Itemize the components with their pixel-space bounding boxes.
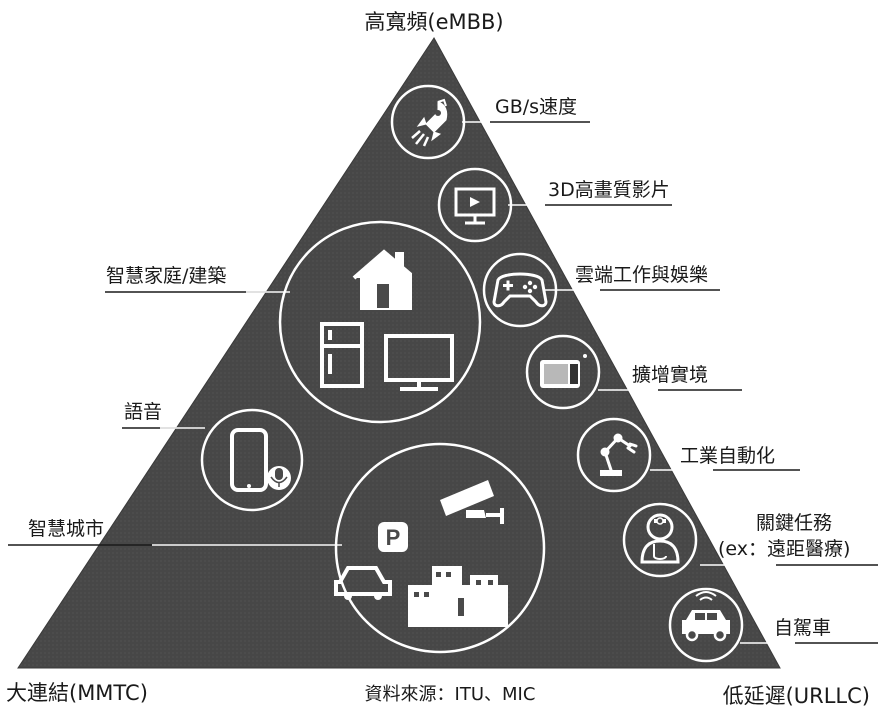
label-cloud-entertainment: 雲端工作與娛樂	[575, 264, 708, 286]
label-voice: 語音	[124, 401, 162, 423]
label-augmented-reality: 擴增實境	[632, 364, 708, 386]
circle-gamepad	[482, 252, 558, 328]
pyramid-triangle	[17, 37, 781, 669]
car-icon	[334, 566, 392, 600]
buildings-icon	[408, 566, 508, 627]
circle-ar	[525, 334, 601, 410]
security-camera-icon	[440, 480, 504, 524]
label-gbps-speed: GB/s速度	[495, 96, 577, 118]
doctor-icon	[640, 513, 680, 564]
circle-voice	[200, 408, 304, 512]
fridge-icon	[320, 322, 364, 388]
source-label: 資料來源：ITU、MIC	[365, 684, 536, 705]
circle-robot	[576, 417, 652, 493]
right-leaders	[462, 121, 878, 644]
self-driving-car-icon	[682, 591, 730, 642]
circle-smart-city	[334, 442, 546, 654]
ar-glasses-icon	[540, 354, 587, 388]
smart-city-icon: P	[334, 480, 508, 627]
label-industrial-automation: 工業自動化	[680, 445, 775, 467]
circle-video	[437, 167, 513, 243]
smart-home-icon	[320, 249, 454, 391]
label-3d-video: 3D高畫質影片	[548, 179, 670, 201]
robot-arm-icon	[600, 433, 638, 476]
gamepad-icon	[492, 272, 548, 308]
circle-doctor	[622, 502, 698, 578]
label-mission-critical-example: (ex：遠距醫療)	[718, 538, 850, 560]
rocket-icon	[411, 98, 448, 147]
circle-car	[668, 587, 744, 663]
svg-text:P: P	[386, 525, 401, 550]
circle-rocket	[390, 84, 466, 160]
tablet-voice-icon	[230, 428, 291, 492]
corner-label-bottom-left: 大連結(MMTC)	[6, 681, 148, 705]
label-mission-critical: 關鍵任務	[756, 512, 832, 534]
icon-circles	[200, 84, 744, 663]
video-screen-icon	[454, 187, 496, 225]
parking-icon: P	[378, 522, 408, 552]
label-smart-city: 智慧城市	[28, 518, 104, 540]
label-self-driving: 自駕車	[774, 617, 831, 639]
label-smart-home: 智慧家庭/建築	[106, 265, 226, 287]
corner-label-bottom-right: 低延遲(URLLC)	[723, 684, 870, 708]
corner-label-top: 高寬頻(eMBB)	[364, 10, 503, 34]
circle-smart-home	[278, 220, 482, 424]
